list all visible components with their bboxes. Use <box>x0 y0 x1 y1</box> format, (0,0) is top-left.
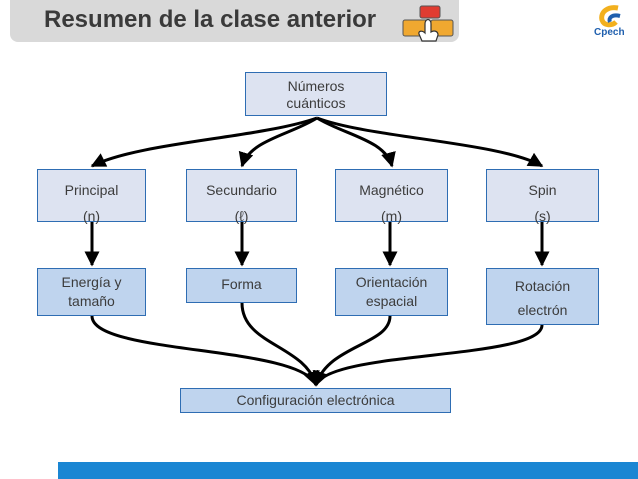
node-energia-tamano: Energía y tamaño <box>37 268 146 316</box>
node-symbol: (n) <box>82 208 101 224</box>
page-title: Resumen de la clase anterior <box>44 6 377 33</box>
node-label: Números <box>287 78 345 94</box>
node-label: Spin <box>528 182 557 198</box>
node-label: Configuración electrónica <box>236 392 395 408</box>
node-forma: Forma <box>186 268 297 303</box>
node-spin: Spin (s) <box>486 169 599 224</box>
node-label: Forma <box>221 276 262 292</box>
link-root-spin <box>316 116 544 168</box>
logo-text: Cpech <box>594 27 625 38</box>
node-symbol: (m) <box>381 208 402 224</box>
node-label: Principal <box>64 182 119 198</box>
link-root-magnetico <box>316 116 396 168</box>
footer-bar <box>58 462 638 479</box>
node-symbol: (s) <box>534 208 551 224</box>
link-root-principal <box>90 116 318 168</box>
node-secundario: Secundario (ℓ) <box>186 169 297 224</box>
title-bar <box>10 0 459 42</box>
node-principal: Principal (n) <box>37 169 146 224</box>
node-label: Magnético <box>359 182 424 198</box>
hand-pressing-button-icon <box>402 5 454 42</box>
node-label: Rotación <box>514 278 571 294</box>
node-rotacion-electron: Rotación electrón <box>486 268 599 325</box>
node-orientacion-espacial: Orientación espacial <box>335 268 448 316</box>
node-numeros-cuanticos: Números cuánticos <box>245 72 387 116</box>
node-magnetico: Magnético (m) <box>335 169 448 224</box>
node-label: Energía y <box>61 274 122 290</box>
link-root-secundario <box>238 116 318 168</box>
node-configuracion-electronica: Configuración electrónica <box>180 388 451 413</box>
node-label: tamaño <box>68 293 115 309</box>
node-label: Orientación <box>355 274 428 290</box>
node-label: electrón <box>517 302 568 318</box>
node-label: cuánticos <box>286 95 346 111</box>
node-symbol: (ℓ) <box>234 208 249 224</box>
node-label: Secundario <box>206 182 277 198</box>
link-rotacion-configuracion <box>314 324 544 387</box>
cpech-logo-icon <box>599 5 621 28</box>
link-forma-configuracion <box>240 302 320 387</box>
link-energia-configuracion <box>90 315 318 387</box>
node-label: espacial <box>365 293 418 309</box>
